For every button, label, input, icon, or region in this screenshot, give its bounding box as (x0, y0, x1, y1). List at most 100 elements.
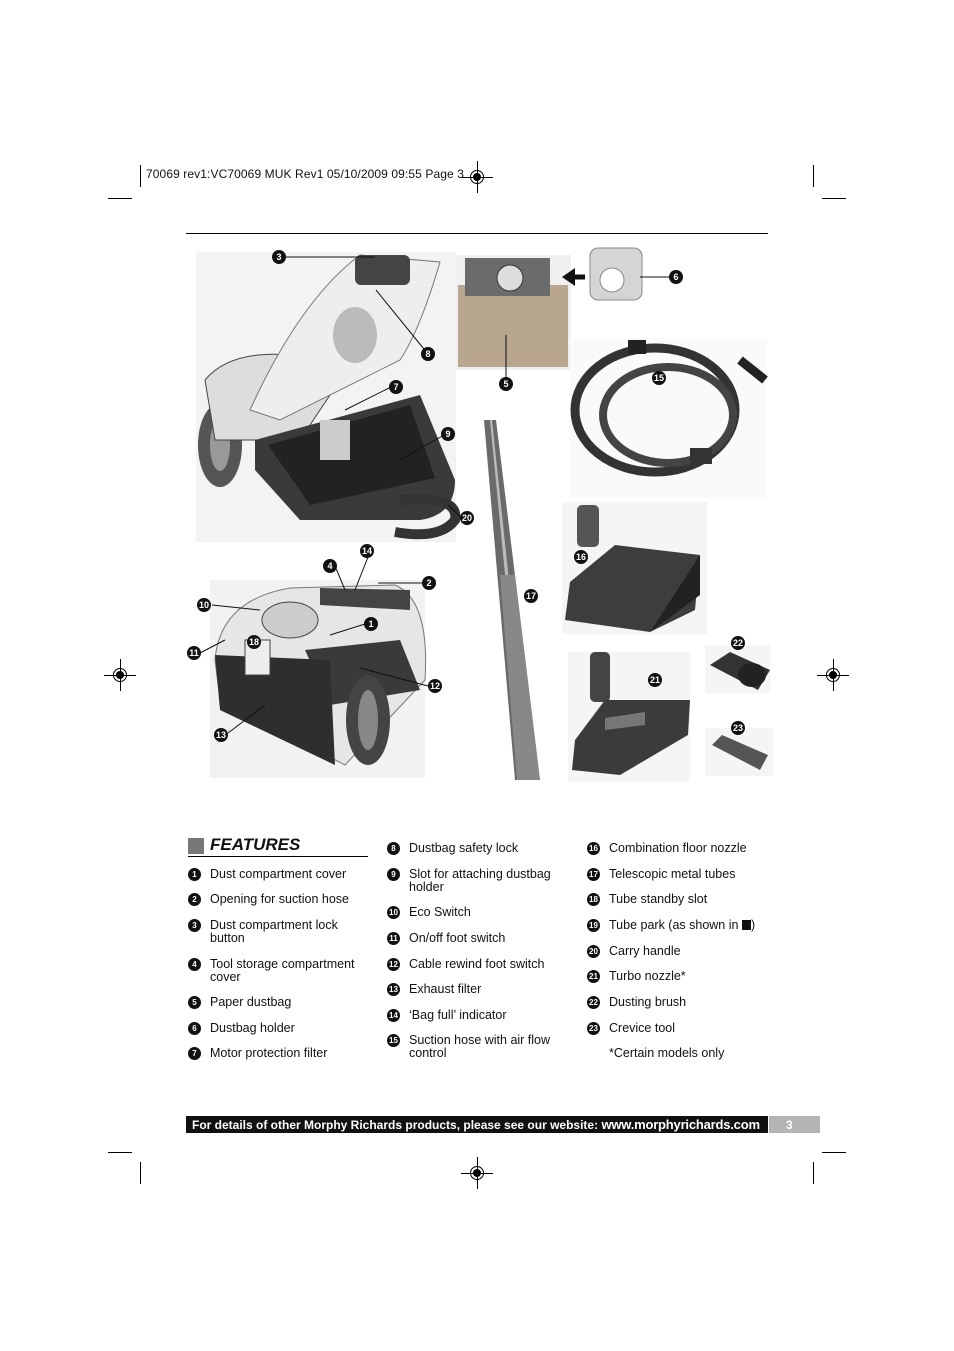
crop-mark (822, 198, 846, 199)
item-label: Motor protection filter (210, 1046, 328, 1060)
callout-2: 2 (422, 576, 436, 590)
website-link[interactable]: www.morphyrichards.com (601, 1117, 760, 1132)
paper-dustbag-image (456, 255, 571, 370)
crop-mark (813, 1162, 814, 1184)
item-label-text: Tube park (as shown in (609, 918, 739, 932)
item-label: Dusting brush (609, 995, 687, 1009)
telescopic-tube-image (484, 420, 540, 780)
crop-mark (140, 1162, 141, 1184)
item-number: 8 (387, 842, 400, 855)
item-label: Turbo nozzle* (609, 969, 686, 983)
print-slug: 70069 rev1:VC70069 MUK Rev1 05/10/2009 0… (146, 167, 464, 181)
dustbag-holder-image (562, 247, 643, 301)
crop-mark (822, 1152, 846, 1153)
features-heading: FEATURES (188, 835, 368, 857)
crop-mark (813, 165, 814, 187)
item-label-suffix: ) (750, 918, 756, 932)
combination-floor-nozzle-image (562, 502, 707, 634)
turbo-nozzle-image (568, 652, 690, 782)
page-number-box: 3 (769, 1116, 820, 1133)
dusting-brush-image (705, 645, 770, 693)
item-label: ‘Bag full’ indicator (409, 1008, 507, 1022)
item-number: 13 (387, 983, 400, 996)
callout-11: 11 (187, 646, 201, 660)
callout-21: 21 (648, 673, 662, 687)
certain-models-note: *Certain models only (609, 1047, 724, 1060)
item-number: 20 (587, 945, 600, 958)
item-label: Slot for attaching dustbag holder (409, 867, 551, 894)
callout-17: 17 (524, 589, 538, 603)
features-title: FEATURES (210, 835, 301, 854)
item-number: 15 (387, 1034, 400, 1047)
registration-mark-icon (461, 1157, 493, 1189)
item-label: Opening for suction hose (210, 892, 349, 906)
item-label: Paper dustbag (210, 995, 292, 1009)
note-text: *Certain models only (609, 1046, 725, 1060)
item-number: 14 (387, 1009, 400, 1022)
callout-3: 3 (272, 250, 286, 264)
heading-square-icon (188, 838, 204, 854)
item-label: Telescopic metal tubes (609, 867, 736, 881)
callout-14: 14 (360, 544, 374, 558)
callout-13: 13 (214, 728, 228, 742)
callout-16: 16 (574, 550, 588, 564)
tube-park-icon (741, 920, 751, 930)
item-label: Dustbag holder (210, 1021, 295, 1035)
registration-mark-icon (817, 659, 849, 691)
item-label: Exhaust filter (409, 982, 482, 996)
callout-12: 12 (428, 679, 442, 693)
item-label: Dustbag safety lock (409, 841, 519, 855)
item-number: 2 (188, 893, 201, 906)
footer-text: For details of other Morphy Richards pro… (192, 1117, 760, 1132)
item-number: 6 (188, 1022, 201, 1035)
item-number: 5 (188, 996, 201, 1009)
item-number: 10 (387, 906, 400, 919)
suction-hose-image (570, 338, 768, 498)
callout-18: 18 (247, 635, 261, 649)
item-label: Dust compartment lock button (210, 918, 338, 945)
item-label: Crevice tool (609, 1021, 675, 1035)
item-number: 19 (587, 919, 600, 932)
callout-8: 8 (421, 347, 435, 361)
registration-mark-icon (461, 161, 493, 193)
page-number: 3 (786, 1118, 793, 1132)
crop-mark (108, 1152, 132, 1153)
callout-7: 7 (389, 380, 403, 394)
top-rule (186, 233, 768, 234)
item-number: 3 (188, 919, 201, 932)
footer-bar: For details of other Morphy Richards pro… (186, 1116, 768, 1133)
item-label: On/off foot switch (409, 931, 506, 945)
callout-6: 6 (669, 270, 683, 284)
callout-15: 15 (652, 371, 666, 385)
crop-mark (108, 198, 132, 199)
item-number: 18 (587, 893, 600, 906)
product-illustration (196, 247, 770, 782)
item-number: 7 (188, 1047, 201, 1060)
item-label: Dust compartment cover (210, 867, 347, 881)
item-number: 22 (587, 996, 600, 1009)
item-label: Combination floor nozzle (609, 841, 747, 855)
item-label: Suction hose with air flow control (409, 1033, 551, 1060)
callout-9: 9 (441, 427, 455, 441)
item-number: 12 (387, 958, 400, 971)
crop-mark (140, 165, 141, 187)
item-label: Carry handle (609, 944, 681, 958)
callout-22: 22 (731, 636, 745, 650)
callout-1: 1 (364, 617, 378, 631)
item-label: Tube standby slot (609, 892, 708, 906)
item-number: 1 (188, 868, 201, 881)
footer-message: For details of other Morphy Richards pro… (192, 1118, 599, 1132)
item-number: 16 (587, 842, 600, 855)
item-label: Eco Switch (409, 905, 471, 919)
callout-23: 23 (731, 721, 745, 735)
item-number: 23 (587, 1022, 600, 1035)
item-label: Tool storage compartment cover (210, 957, 355, 984)
item-label: Tube park (as shown in ) (609, 919, 779, 932)
vacuum-closed-image (210, 580, 427, 778)
callout-5: 5 (499, 377, 513, 391)
vacuum-open-image (196, 252, 461, 542)
callout-10: 10 (197, 598, 211, 612)
item-number: 9 (387, 868, 400, 881)
callout-4: 4 (323, 559, 337, 573)
item-number: 4 (188, 958, 201, 971)
